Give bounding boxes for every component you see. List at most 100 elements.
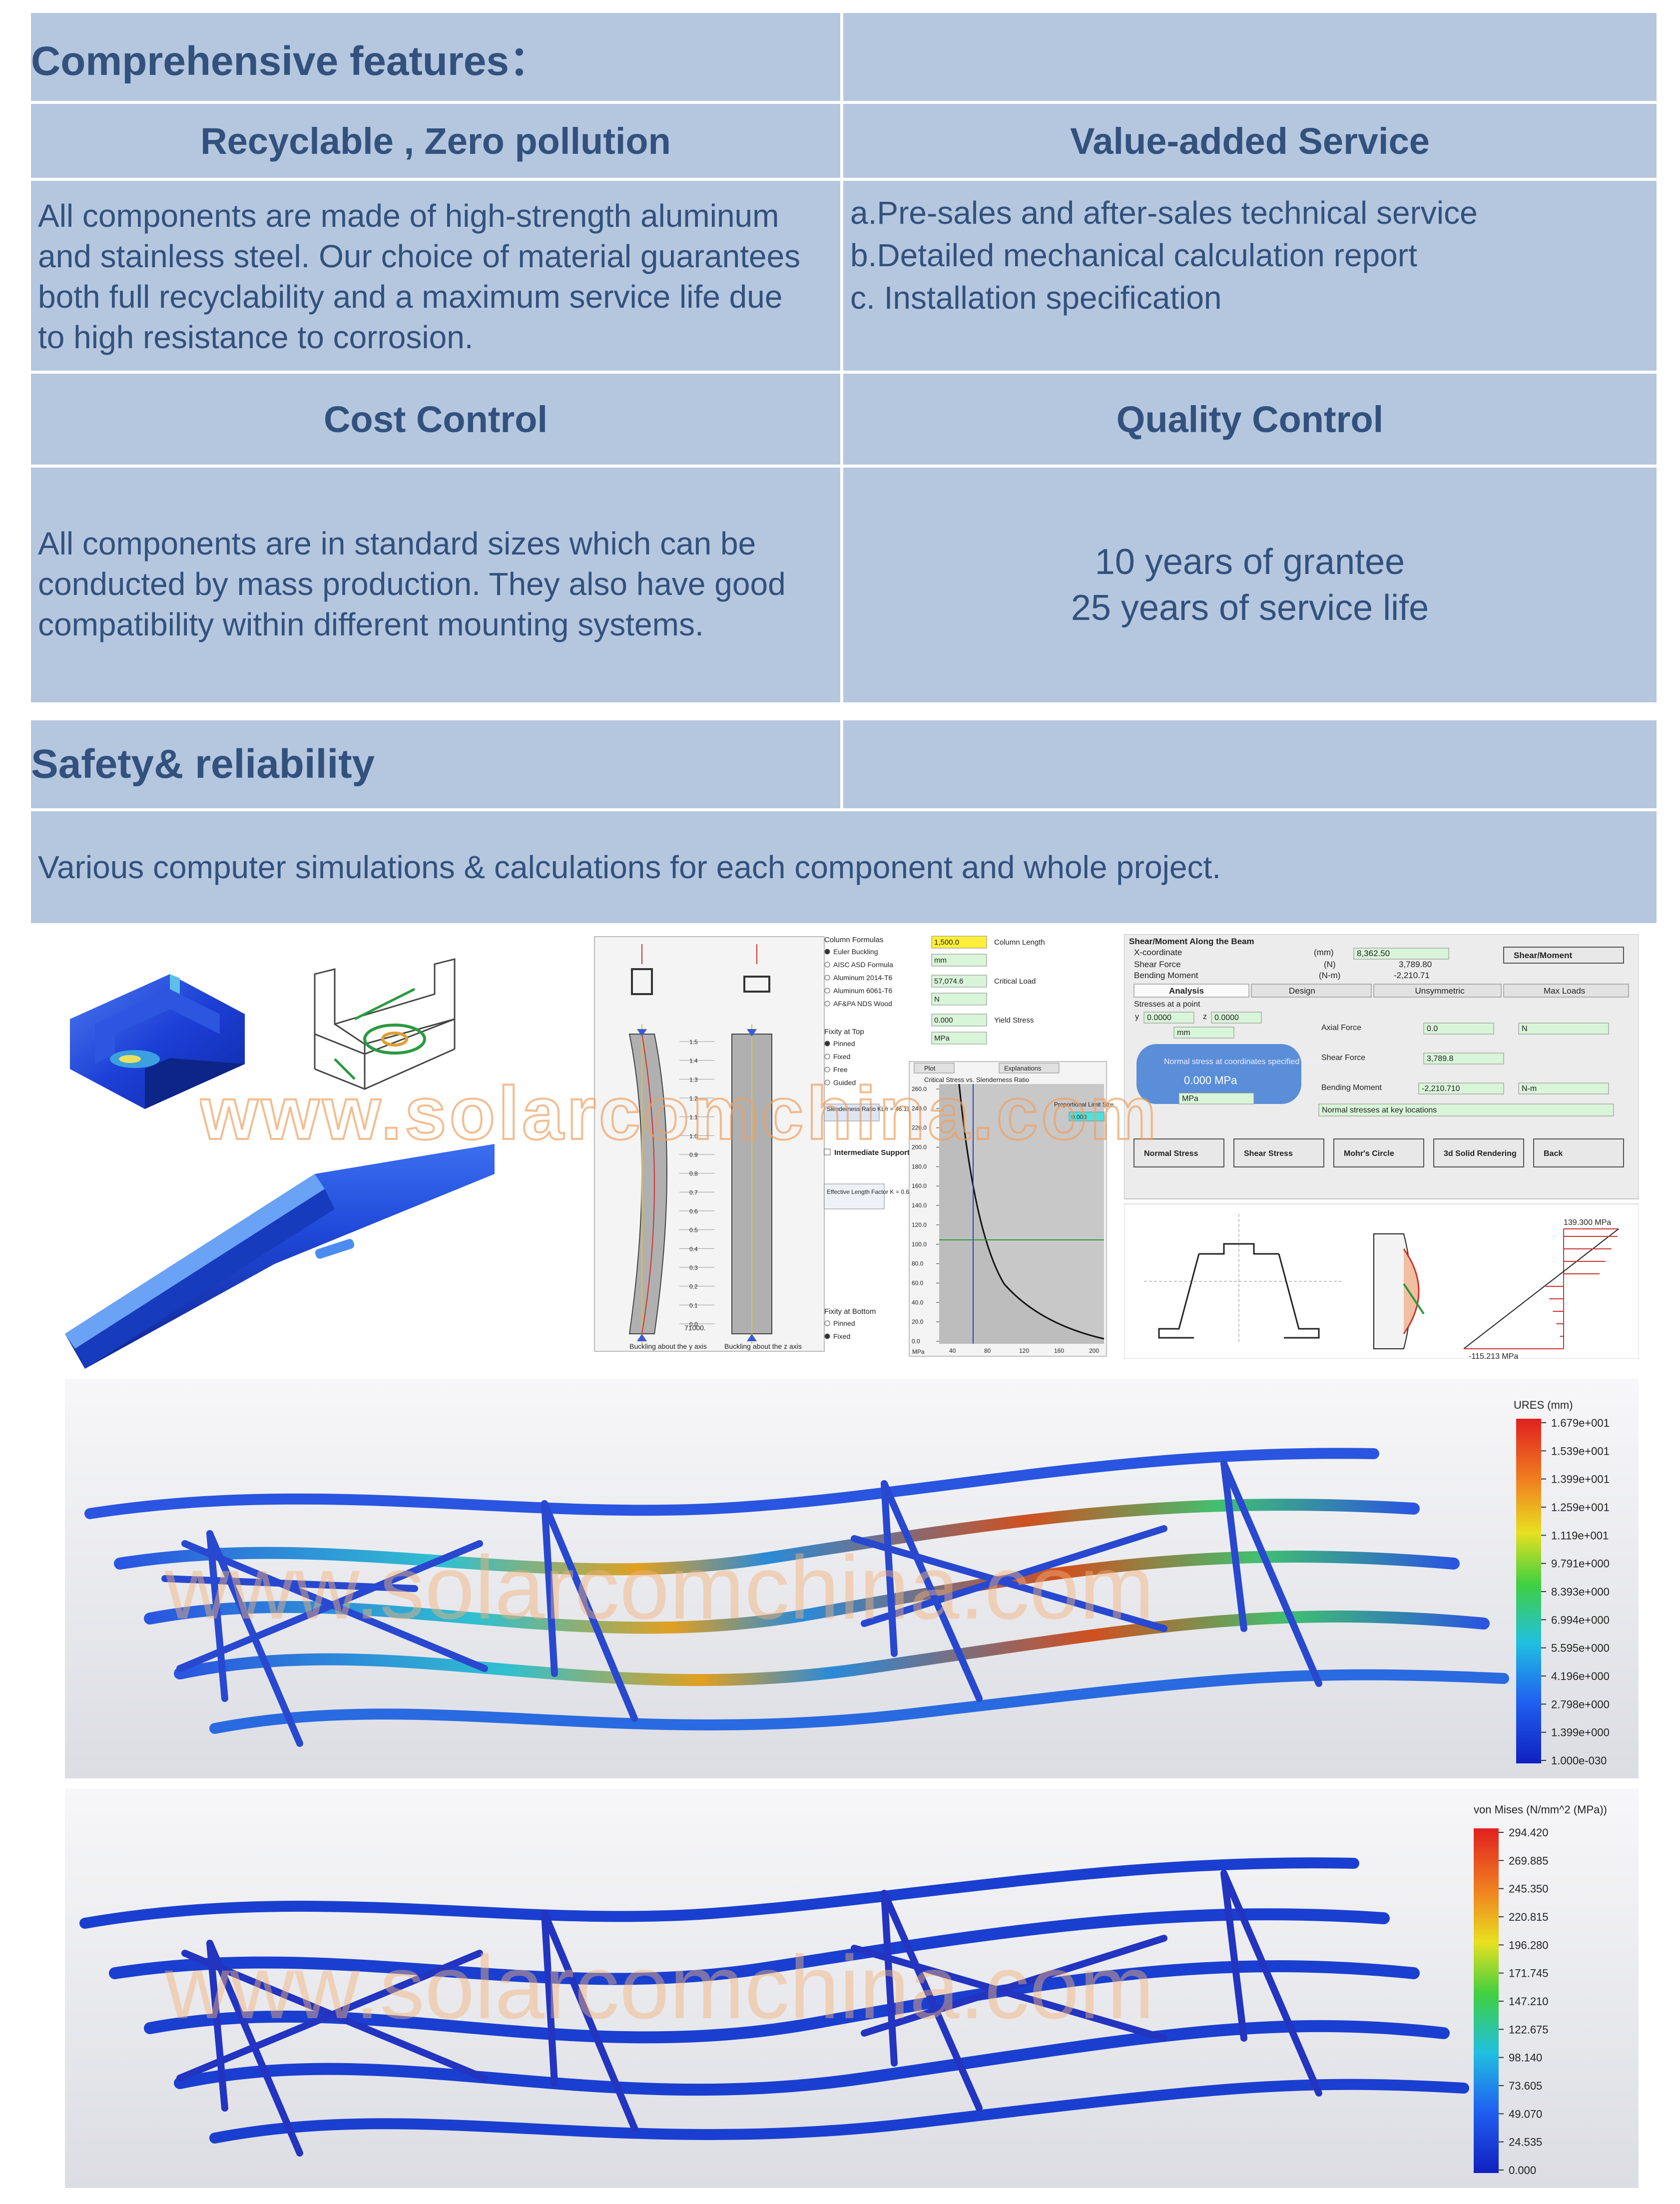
beam-action-button-label: Back	[1544, 1149, 1563, 1158]
unit-mpa-select[interactable]	[1178, 1093, 1254, 1104]
plot-x-unit: MPa	[912, 1348, 925, 1355]
formula-radio[interactable]	[824, 975, 830, 981]
watermark: www.solarcomchina.com	[200, 1074, 1159, 1154]
scale-tick-label: 1.2	[689, 1095, 698, 1102]
fixity-bottom-radio[interactable]	[824, 1333, 830, 1339]
axial-unit-select[interactable]	[1518, 1023, 1609, 1035]
colorbar-tick-label: 8.393e+000	[1551, 1586, 1610, 1598]
unit-mpa-select[interactable]	[931, 1032, 987, 1045]
intermediate-support-checkbox[interactable]	[824, 1148, 831, 1155]
quality-control-header: Quality Control	[843, 374, 1657, 465]
bending-moment-input[interactable]	[1418, 1083, 1504, 1095]
plot-x-tick-label: 40	[949, 1347, 956, 1354]
colorbar-tick-label: 49.070	[1509, 2108, 1542, 2120]
fixity-top-radio[interactable]	[824, 1041, 830, 1047]
colorbar-tick-label: 1.679e+001	[1551, 1417, 1610, 1429]
column-graphics	[594, 936, 825, 1352]
value-added-header: Value-added Service	[843, 104, 1657, 178]
plot-y-tick-label: 180.0	[912, 1163, 927, 1170]
shear-force-input[interactable]	[1423, 1053, 1504, 1065]
plot-y-tick-label: 20.0	[912, 1318, 924, 1325]
buckling-y-caption: Buckling about the y axis	[629, 1342, 707, 1350]
intermediate-support-label: Intermediate Support	[834, 1148, 910, 1157]
plot-y-tick-label: 260.0	[912, 1086, 927, 1093]
unit-mpa-value: MPa	[1182, 1095, 1198, 1103]
colorbar-tick-label: 24.535	[1509, 2136, 1542, 2149]
beam-tab-label: Design	[1289, 986, 1315, 996]
tab-plot[interactable]	[914, 1063, 955, 1074]
proportional-limit-input[interactable]	[1069, 1111, 1105, 1121]
colorbar-tick-label: 2.798e+000	[1551, 1698, 1610, 1710]
column-inputs: 1,500.0 Column Length mm 57,074.6 Critic…	[931, 936, 1045, 1045]
shear-force-field-label: Shear Force	[1321, 1054, 1365, 1062]
beam-action-button[interactable]	[1233, 1138, 1324, 1167]
plot-x-tick-label: 80	[984, 1347, 991, 1354]
formula-radio[interactable]	[824, 1001, 830, 1007]
fixity-top-radio[interactable]	[824, 1067, 830, 1073]
colorbar-tick-label: 9.791e+000	[1551, 1558, 1610, 1570]
structure-frame	[84, 1448, 1509, 1747]
shear-moment-button[interactable]	[1503, 947, 1624, 964]
fixity-top-radio[interactable]	[824, 1054, 830, 1060]
formula-option: AF&PA NDS Wood	[833, 1000, 892, 1008]
beam-tab[interactable]	[1251, 984, 1372, 998]
bottom-stress-label: -115.213 MPa	[1469, 1352, 1518, 1359]
von-mises-title: von Mises (N/mm^2 (MPa))	[1474, 1803, 1607, 1816]
bending-unit-select[interactable]	[1518, 1083, 1609, 1095]
beam-action-button[interactable]	[1433, 1138, 1524, 1167]
formula-radio[interactable]	[824, 988, 830, 994]
fixity-top-radio[interactable]	[824, 1080, 830, 1086]
z-input[interactable]	[1211, 1012, 1262, 1024]
beam-tab[interactable]	[1133, 984, 1249, 998]
colorbar-tick-label: 147.210	[1509, 1995, 1549, 2008]
quality-line: 10 years of grantee	[1095, 542, 1405, 582]
rail-fea-renders	[65, 958, 495, 1369]
safety-section-title: Safety& reliability	[31, 720, 840, 808]
scale-tick-label: 0.5	[689, 1227, 698, 1234]
plot-y-tick-label: 80.0	[912, 1260, 924, 1267]
recyclable-header-text: Recyclable , Zero pollution	[200, 120, 671, 162]
x-coordinate-input[interactable]	[1353, 948, 1449, 960]
axial-force-input[interactable]	[1423, 1023, 1494, 1035]
fixity-bottom-radio[interactable]	[824, 1320, 830, 1326]
unit-mm-select[interactable]	[931, 954, 987, 967]
beam-action-button[interactable]	[1333, 1138, 1424, 1167]
structure-frame	[79, 1857, 1469, 2157]
column-length-input[interactable]	[931, 936, 987, 949]
column-formulas-title: Column Formulas	[824, 936, 883, 944]
beam-action-button[interactable]	[1533, 1138, 1624, 1167]
y-input[interactable]	[1143, 1012, 1194, 1024]
colorbar-tick-label: 171.745	[1509, 1967, 1549, 1980]
features-title-right-cell	[843, 13, 1657, 101]
scale-tick-label: 1.1	[689, 1114, 698, 1121]
formula-radio[interactable]	[824, 949, 830, 955]
unit-mm-select[interactable]	[1173, 1027, 1234, 1039]
formula-option: Euler Buckling	[833, 948, 878, 956]
scale-tick-label: 0.2	[689, 1283, 698, 1290]
beam-tab[interactable]	[1373, 984, 1502, 998]
unit-n-select[interactable]	[931, 993, 987, 1006]
recyclable-header: Recyclable , Zero pollution	[31, 104, 840, 178]
bending-moment-label: Bending Moment	[1134, 971, 1198, 980]
key-locations-select[interactable]	[1318, 1103, 1614, 1116]
quality-line: 25 years of service life	[1071, 588, 1429, 628]
beam-panel-title: Shear/Moment Along the Beam	[1129, 937, 1254, 946]
axial-unit-value: N	[1522, 1025, 1528, 1033]
key-locations-value: Normal stresses at key locations	[1322, 1106, 1437, 1114]
column-scale: 1.51.41.31.21.11.00.90.80.70.60.50.40.30…	[679, 1039, 714, 1328]
yield-stress-input[interactable]	[931, 1014, 987, 1027]
column-buckling-panel: 1.51.41.31.21.11.00.90.80.70.60.50.40.30…	[579, 934, 1114, 1359]
beam-action-button[interactable]	[1133, 1138, 1224, 1167]
buckling-z-caption: Buckling about the z axis	[724, 1342, 802, 1350]
plot-y-tick-label: 0.0	[912, 1338, 920, 1345]
scale-bottom-value: 71000.	[684, 1324, 706, 1332]
formula-radio[interactable]	[824, 962, 830, 968]
normal-stress-note: Normal stress at coordinates specified a…	[1164, 1058, 1323, 1066]
scale-tick-label: 0.7	[689, 1189, 698, 1196]
tab-explanations[interactable]	[999, 1063, 1060, 1074]
beam-tab[interactable]	[1503, 984, 1629, 998]
